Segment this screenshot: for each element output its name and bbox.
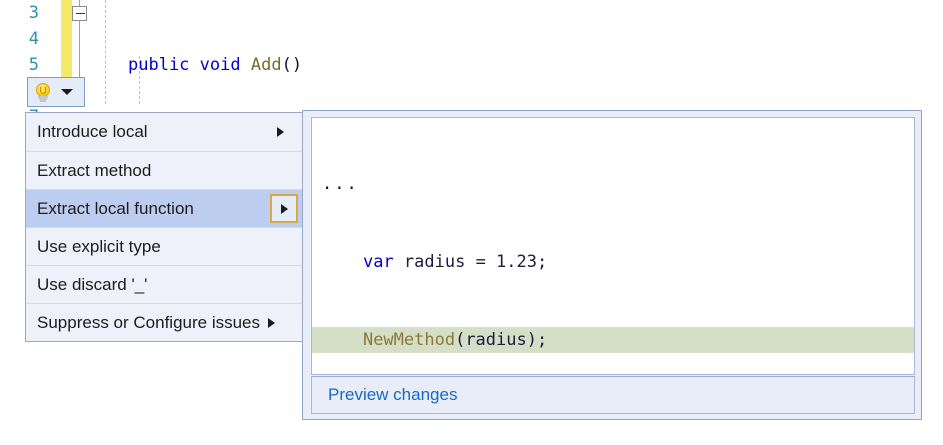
collapse-region-icon[interactable] (72, 6, 87, 21)
menu-item-suppress-or-configure-issues[interactable]: Suppress or Configure issues (26, 303, 302, 341)
menu-item-introduce-local[interactable]: Introduce local (26, 113, 302, 151)
indent-guide (139, 56, 140, 104)
menu-item-label: Extract local function (37, 198, 194, 218)
preview-panel-footer: Preview changes (311, 376, 915, 414)
code-line-3: public void Add() (128, 55, 303, 75)
chevron-right-icon (280, 203, 288, 214)
chevron-right-icon (277, 127, 284, 137)
chevron-down-icon[interactable] (61, 89, 73, 95)
menu-item-extract-local-function[interactable]: Extract local function (26, 189, 302, 227)
menu-item-use-discard[interactable]: Use discard '_' (26, 265, 302, 303)
quick-actions-lightbulb-button[interactable] (27, 77, 85, 107)
outlining-rail (79, 0, 80, 104)
indent-guide (105, 0, 106, 104)
menu-item-label: Suppress or Configure issues (37, 312, 261, 332)
line-number: 3 (28, 3, 39, 23)
lightbulb-icon (31, 80, 55, 104)
preview-line-ellipsis-top: ... (322, 174, 359, 194)
preview-changes-link[interactable]: Preview changes (328, 385, 458, 404)
line-number: 5 (28, 55, 39, 75)
quick-actions-menu[interactable]: Introduce local Extract method Extract l… (25, 112, 303, 342)
menu-item-extract-method[interactable]: Extract method (26, 151, 302, 189)
menu-item-label: Use discard '_' (37, 274, 148, 294)
line-number: 4 (28, 29, 39, 49)
menu-item-use-explicit-type[interactable]: Use explicit type (26, 227, 302, 265)
menu-item-label: Extract method (37, 160, 152, 180)
chevron-right-icon (268, 317, 276, 328)
menu-item-label: Use explicit type (37, 236, 161, 256)
preview-code-diff: ... var radius = 1.23; NewMethod(radius)… (311, 117, 915, 375)
preview-line: var radius = 1.23; (362, 252, 548, 272)
submenu-expander-button[interactable] (270, 194, 298, 223)
change-tracking-bar (61, 0, 72, 92)
preview-line-added: NewMethod(radius); (312, 327, 914, 353)
quick-actions-preview-panel: ... var radius = 1.23; NewMethod(radius)… (302, 110, 922, 420)
menu-item-label: Introduce local (37, 122, 148, 141)
